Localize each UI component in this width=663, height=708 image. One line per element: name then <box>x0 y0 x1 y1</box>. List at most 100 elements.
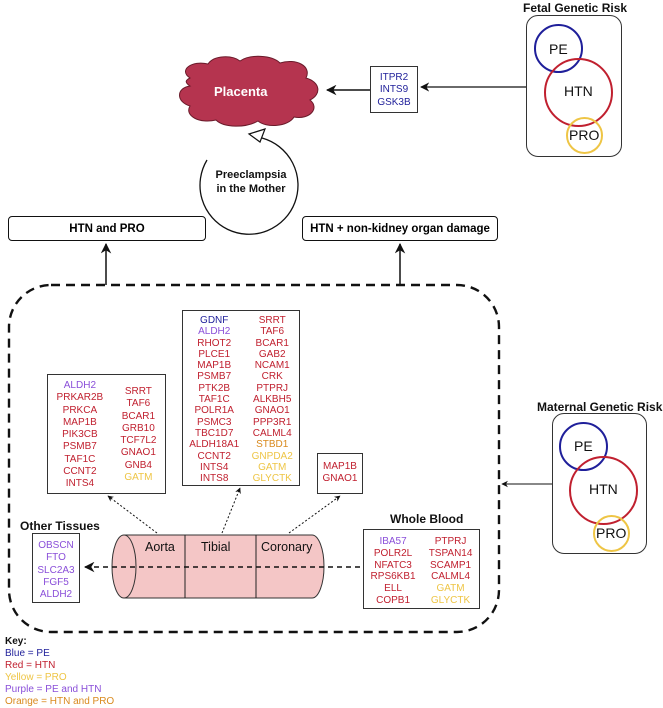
gene-scamp1: SCAMP1 <box>429 559 472 571</box>
key-item-pe-htn: Purple = PE and HTN <box>5 684 102 695</box>
gene-fto: FTO <box>46 552 66 564</box>
gene-gnao1: GNAO1 <box>322 473 358 485</box>
gene-polr2l: POLR2L <box>373 547 413 559</box>
placenta-label: Placenta <box>214 84 268 99</box>
gene-gatm: GATM <box>258 461 287 473</box>
gene-ints4: INTS4 <box>65 478 95 490</box>
fetal-risk-title: Fetal Genetic Risk <box>523 1 628 15</box>
arrow-tibial-genes <box>221 487 241 534</box>
gene-bcar1: BCAR1 <box>121 410 156 422</box>
gene-map1b: MAP1B <box>62 416 97 428</box>
outcome-htn-pro: HTN and PRO <box>8 216 206 241</box>
gene-gsk3b: GSK3B <box>377 96 411 108</box>
gene-crk: CRK <box>261 371 283 383</box>
tissue-container <box>7 283 501 634</box>
gene-pik3cb: PIK3CB <box>62 429 98 441</box>
venn-label-htn: HTN <box>564 83 593 99</box>
gene-gab2: GAB2 <box>258 348 286 360</box>
gene-gnb4: GNB4 <box>124 459 152 471</box>
venn-label-htn: HTN <box>589 481 618 497</box>
venn-label-pro: PRO <box>569 127 600 143</box>
gene-srrt: SRRT <box>124 386 152 397</box>
key-title: Key: <box>5 636 27 647</box>
placenta-cloud <box>179 55 319 127</box>
gene-rps6kb1: RPS6KB1 <box>370 571 416 583</box>
gene-ccnt2: CCNT2 <box>63 466 97 478</box>
key-item-pe: Blue = PE <box>5 648 50 659</box>
gene-polr1a: POLR1A <box>194 405 234 417</box>
venn-label-pro: PRO <box>596 525 627 541</box>
segment-label-tibial: Tibial <box>201 540 231 554</box>
key-item-pro: Yellow = PRO <box>5 672 67 683</box>
open-arrowhead-icon <box>247 128 267 143</box>
gene-gnao1: GNAO1 <box>254 405 290 417</box>
gene-aldh2: ALDH2 <box>63 380 97 391</box>
gene-psmc3: PSMC3 <box>196 416 232 428</box>
gene-aldh18a1: ALDH18A1 <box>189 439 240 451</box>
key-item-htn-pro: Orange = HTN and PRO <box>5 696 115 707</box>
gene-ptprj: PTPRJ <box>256 382 289 394</box>
key-item-htn: Red = HTN <box>5 660 56 671</box>
gene-ptprj: PTPRJ <box>434 536 467 547</box>
gene-psmb7: PSMB7 <box>197 371 232 383</box>
gene-taf1c: TAF1C <box>198 394 230 406</box>
arrow-aorta-genes <box>107 495 158 534</box>
gene-ccnt2: CCNT2 <box>197 450 231 462</box>
gene-calml4: CALML4 <box>252 427 292 439</box>
maternal-risk-title: Maternal Genetic Risk <box>537 400 663 414</box>
gene-psmb7: PSMB7 <box>62 441 97 453</box>
preeclampsia-label: Preeclampsia in the Mother <box>208 168 294 196</box>
gene-ints4: INTS4 <box>200 461 229 473</box>
venn-circle-pro <box>593 515 630 552</box>
gene-bcar1: BCAR1 <box>255 337 289 349</box>
gene-ncam1: NCAM1 <box>254 360 290 372</box>
gene-gnpda2: GNPDA2 <box>251 450 293 462</box>
gene-glyctk: GLYCTK <box>430 594 471 606</box>
gene-obscn: OBSCN <box>38 540 74 551</box>
gene-gnao1: GNAO1 <box>120 447 156 459</box>
gene-taf6: TAF6 <box>126 398 151 410</box>
gene-prkca: PRKCA <box>62 404 98 416</box>
gene-itpr2: ITPR2 <box>379 72 409 83</box>
gene-ints9: INTS9 <box>379 84 409 96</box>
gene-fgf5: FGF5 <box>43 576 69 588</box>
gene-ppp3r1: PPP3R1 <box>253 416 292 428</box>
segment-label-aorta: Aorta <box>145 540 175 554</box>
color-key: Key: Blue = PE Red = HTN Yellow = PRO Pu… <box>5 636 114 708</box>
gene-ints8: INTS8 <box>200 473 229 485</box>
gene-iba57: IBA57 <box>379 536 407 547</box>
gene-map1b: MAP1B <box>323 461 357 472</box>
whole-blood-title: Whole Blood <box>390 512 464 526</box>
gene-nfatc3: NFATC3 <box>374 559 412 571</box>
gene-tcf7l2: TCF7L2 <box>120 435 157 447</box>
gene-ptk2b: PTK2B <box>198 382 231 394</box>
fetal-risk-venn: PE HTN PRO <box>526 15 622 157</box>
gene-stbd1: STBD1 <box>256 439 289 451</box>
gene-map1b: MAP1B <box>197 360 232 372</box>
gene-plce1: PLCE1 <box>198 348 231 360</box>
gene-aldh2: ALDH2 <box>198 326 231 338</box>
venn-circle-pro <box>566 117 603 154</box>
gene-taf6: TAF6 <box>260 326 285 338</box>
gene-gatm: GATM <box>436 583 465 595</box>
preeclampsia-line1: Preeclampsia <box>215 169 287 181</box>
gene-grb10: GRB10 <box>121 422 155 434</box>
gene-prkar2b: PRKAR2B <box>56 392 104 404</box>
outcome-htn-organ-damage: HTN + non-kidney organ damage <box>302 216 498 241</box>
other-tissues-title: Other Tissues <box>20 519 100 533</box>
gene-srrt: SRRT <box>258 315 286 326</box>
